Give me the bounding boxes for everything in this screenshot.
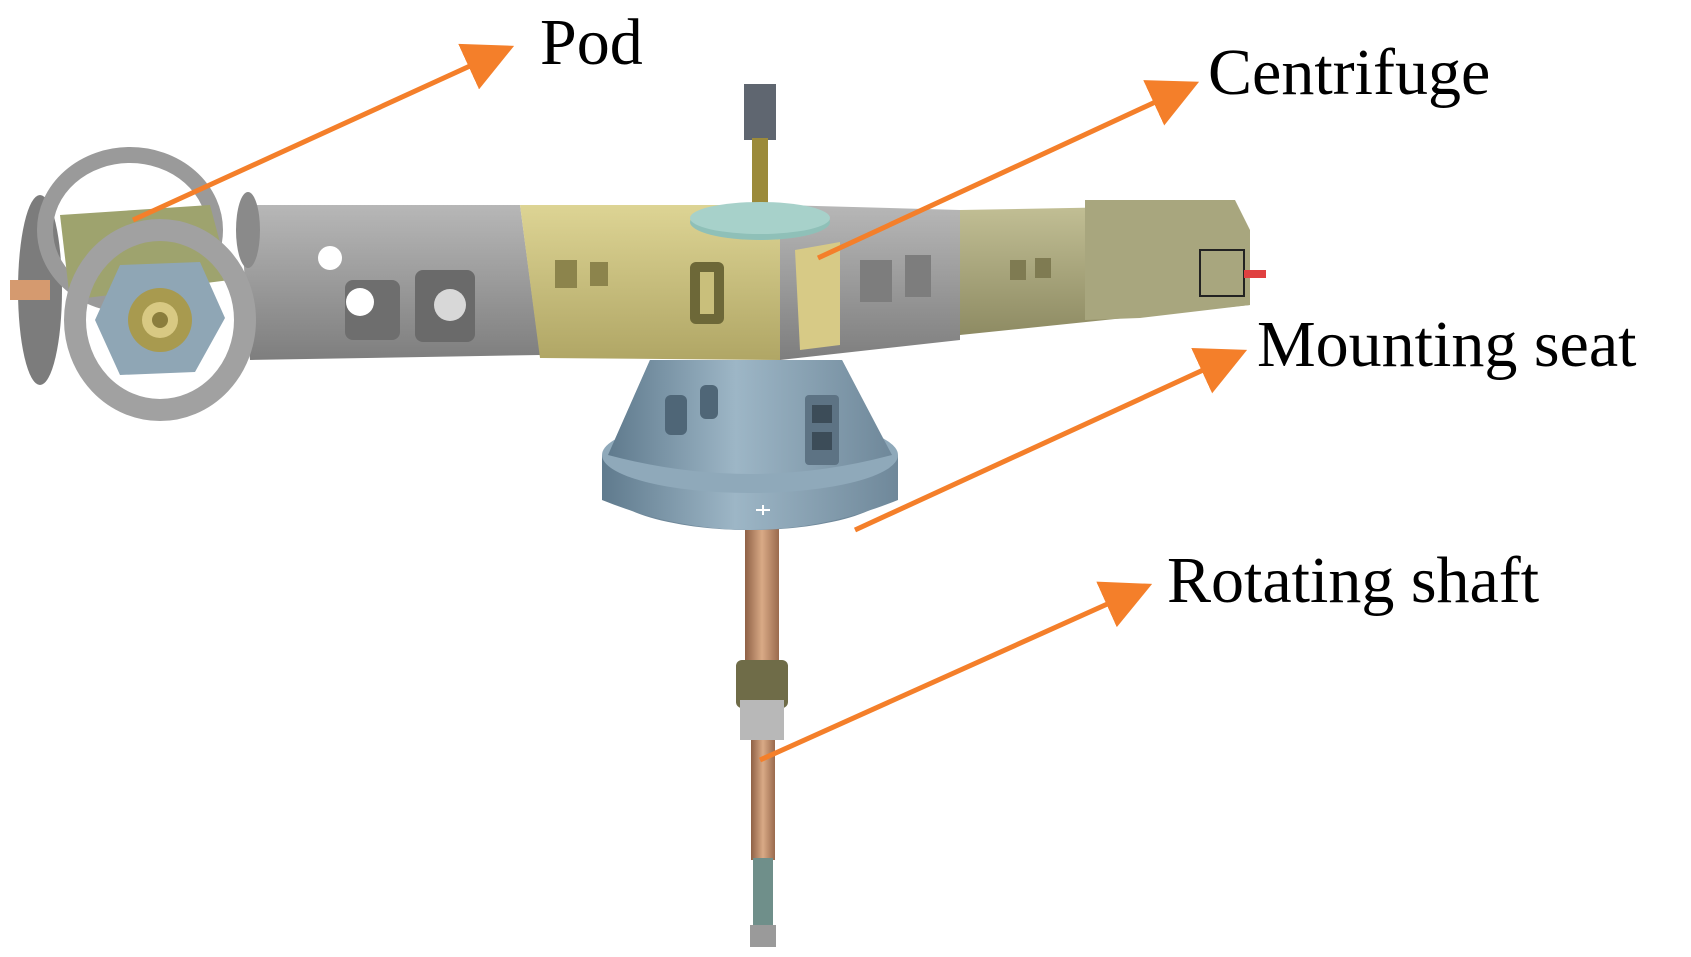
mounting-seat [602, 360, 898, 530]
mounting-seat-arrow [853, 347, 1248, 533]
pod-arrow [131, 43, 515, 223]
rotating-shaft-arrow [758, 581, 1153, 763]
mounting-seat-label: Mounting seat [1257, 308, 1637, 381]
rotating-shaft-label: Rotating shaft [1167, 544, 1540, 617]
pod [10, 147, 260, 421]
centrifuge-arm [240, 200, 1266, 360]
annotation-arrows [131, 43, 1248, 763]
centrifuge-label: Centrifuge [1208, 36, 1491, 109]
pod-label: Pod [540, 6, 643, 79]
rotating-shaft [736, 520, 788, 947]
top-rod [744, 84, 776, 214]
centrifuge-arrow [816, 80, 1200, 261]
